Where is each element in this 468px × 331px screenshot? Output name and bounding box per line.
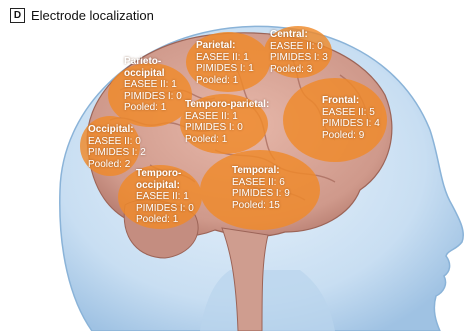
region-temporal: Temporal: EASEE II: 6 PIMIDES I: 9 Poole… <box>232 165 290 211</box>
region-temporo-parietal: Temporo-parietal: EASEE II: 1 PIMIDES I:… <box>185 99 269 145</box>
region-frontal-pooled: Pooled: 9 <box>322 130 380 142</box>
region-central-easee: EASEE II: 0 <box>270 41 328 53</box>
region-frontal-pimides: PIMIDES I: 4 <box>322 118 380 130</box>
region-temporo-occipital-pimides: PIMIDES I: 0 <box>136 203 194 215</box>
region-parietal-easee: EASEE II: 1 <box>196 52 254 64</box>
region-temporo-parietal-pimides: PIMIDES I: 0 <box>185 122 269 134</box>
region-parieto-occipital-name1: Parieto- <box>124 56 182 68</box>
region-temporal-easee: EASEE II: 6 <box>232 177 290 189</box>
region-occipital-easee: EASEE II: 0 <box>88 136 146 148</box>
region-parietal-pimides: PIMIDES I: 1 <box>196 63 254 75</box>
region-temporal-pooled: Pooled: 15 <box>232 200 290 212</box>
region-temporal-pimides: PIMIDES I: 9 <box>232 188 290 200</box>
region-parietal-pooled: Pooled: 1 <box>196 75 254 87</box>
region-parieto-occipital-pooled: Pooled: 1 <box>124 102 182 114</box>
region-parietal: Parietal: EASEE II: 1 PIMIDES I: 1 Poole… <box>196 40 254 86</box>
region-frontal-easee: EASEE II: 5 <box>322 107 380 119</box>
region-temporo-occipital: Temporo- occipital: EASEE II: 1 PIMIDES … <box>136 168 194 226</box>
region-temporo-occipital-pooled: Pooled: 1 <box>136 214 194 226</box>
region-frontal-name: Frontal: <box>322 95 380 107</box>
region-parieto-occipital-pimides: PIMIDES I: 0 <box>124 91 182 103</box>
region-occipital: Occipital: EASEE II: 0 PIMIDES I: 2 Pool… <box>88 124 146 170</box>
region-occipital-pimides: PIMIDES I: 2 <box>88 147 146 159</box>
region-temporo-parietal-pooled: Pooled: 1 <box>185 134 269 146</box>
region-temporo-parietal-easee: EASEE II: 1 <box>185 111 269 123</box>
region-temporo-parietal-name: Temporo-parietal: <box>185 99 269 111</box>
region-temporo-occipital-easee: EASEE II: 1 <box>136 191 194 203</box>
region-central-pooled: Pooled: 3 <box>270 64 328 76</box>
region-parieto-occipital-name2: occipital <box>124 68 182 80</box>
region-parietal-name: Parietal: <box>196 40 254 52</box>
region-central-pimides: PIMIDES I: 3 <box>270 52 328 64</box>
region-temporo-occipital-name2: occipital: <box>136 180 194 192</box>
region-temporal-name: Temporal: <box>232 165 290 177</box>
region-frontal: Frontal: EASEE II: 5 PIMIDES I: 4 Pooled… <box>322 95 380 141</box>
region-temporo-occipital-name1: Temporo- <box>136 168 194 180</box>
region-parieto-occipital-easee: EASEE II: 1 <box>124 79 182 91</box>
region-parieto-occipital: Parieto- occipital EASEE II: 1 PIMIDES I… <box>124 56 182 114</box>
region-central: Central: EASEE II: 0 PIMIDES I: 3 Pooled… <box>270 29 328 75</box>
region-central-name: Central: <box>270 29 328 41</box>
region-occipital-name: Occipital: <box>88 124 146 136</box>
